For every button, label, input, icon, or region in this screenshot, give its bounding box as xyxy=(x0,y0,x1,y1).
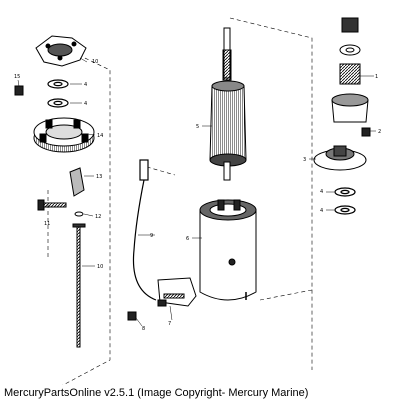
nut-15 xyxy=(14,85,24,96)
callout-9: 9 xyxy=(150,233,153,239)
drive-assembly xyxy=(331,17,371,137)
screw-11 xyxy=(37,199,67,211)
callout-4a: 4 xyxy=(84,82,87,88)
callout-leaders xyxy=(17,57,376,327)
callout-14: 14 xyxy=(97,133,103,139)
callout-7: 7 xyxy=(168,321,171,327)
lockwasher-12 xyxy=(74,211,84,217)
callout-13: 13 xyxy=(96,174,102,180)
terminal-assembly xyxy=(157,277,197,307)
image-caption: MercuryPartsOnline v2.5.1 (Image Copyrig… xyxy=(4,387,309,399)
field-lead-wire xyxy=(132,159,157,301)
callout-10b: 10 xyxy=(97,264,103,270)
starter-motor-exploded-diagram: 1 2 3 4 4 4 4 5 6 7 8 9 10 10 11 12 13 1… xyxy=(14,17,381,385)
callout-4c: 4 xyxy=(320,189,323,195)
washer-group-left xyxy=(47,79,69,108)
callout-12: 12 xyxy=(95,214,101,220)
brush-lead xyxy=(69,167,85,197)
callout-8: 8 xyxy=(142,326,145,332)
brush-holder-ring xyxy=(33,117,95,153)
callout-1: 1 xyxy=(375,74,378,80)
callout-6: 6 xyxy=(186,236,189,242)
armature xyxy=(209,27,247,181)
field-frame-housing xyxy=(199,199,257,301)
callout-10a: 10 xyxy=(92,59,98,65)
callout-4d: 4 xyxy=(320,208,323,214)
commutator-end-plate xyxy=(35,35,87,67)
washer-group-right xyxy=(334,187,356,215)
callout-3: 3 xyxy=(303,157,306,163)
drive-end-plate xyxy=(313,145,367,171)
callout-15: 15 xyxy=(14,74,20,80)
callout-11: 11 xyxy=(44,221,50,227)
nut-8 xyxy=(127,311,137,321)
callout-4b: 4 xyxy=(84,101,87,107)
part-callouts: 1 2 3 4 4 4 4 5 6 7 8 9 10 10 11 12 13 1… xyxy=(14,59,381,332)
callout-2: 2 xyxy=(378,129,381,135)
through-bolt xyxy=(72,223,86,348)
callout-5: 5 xyxy=(196,124,199,130)
assembly-guide-lines xyxy=(46,17,313,385)
